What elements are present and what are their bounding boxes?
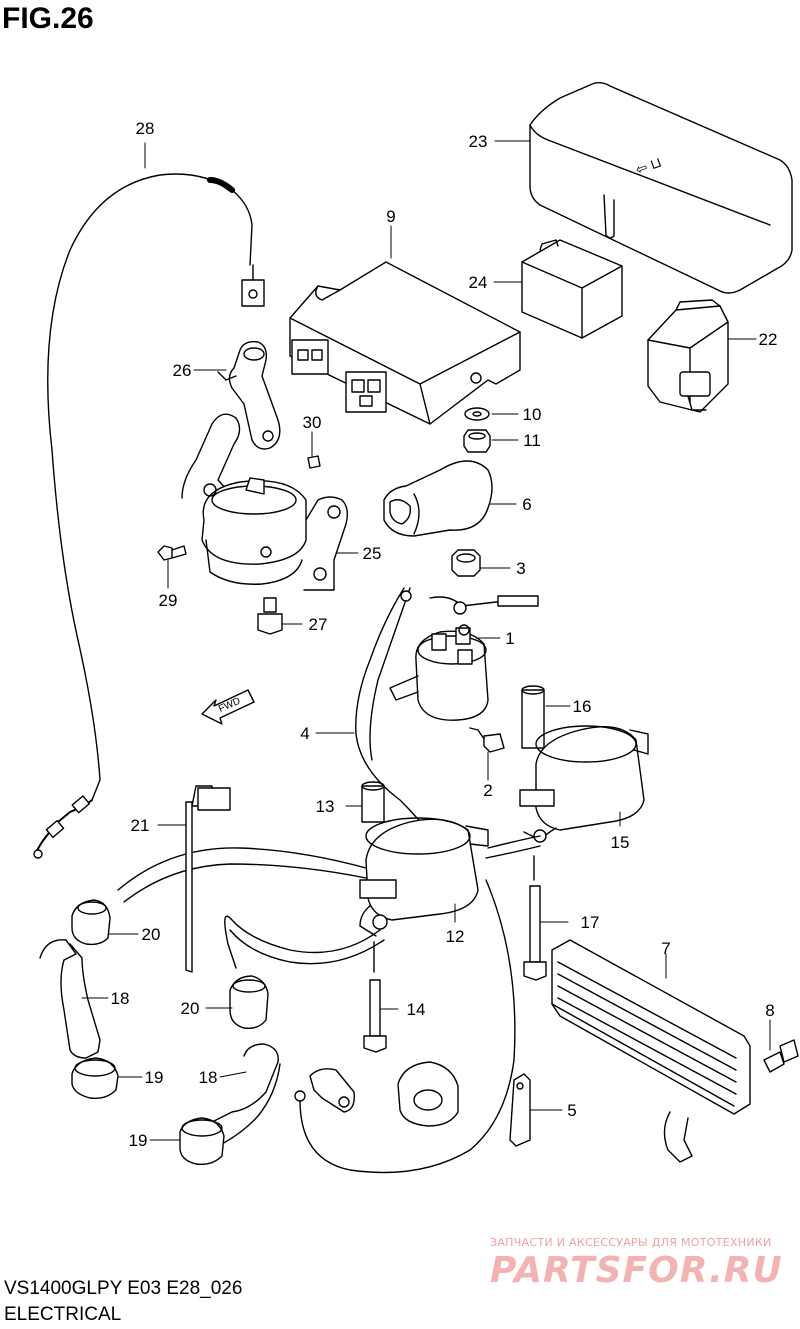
watermark-tagline: ЗАПЧАСТИ И АКСЕССУАРЫ ДЛЯ МОТОТЕХНИКИ [490, 1236, 772, 1249]
horn-assembly-part [181, 413, 349, 591]
callout-labels: 28 23 9 24 22 26 10 30 11 6 25 3 29 27 1… [111, 119, 778, 1150]
callout-10: 10 [523, 405, 542, 424]
figure-title: FIG.26 [2, 2, 94, 35]
callout-27: 27 [309, 615, 328, 634]
callout-14: 14 [407, 1000, 426, 1019]
callout-18a: 18 [111, 989, 130, 1008]
terminal-boot-part [383, 460, 493, 537]
callout-17: 17 [581, 913, 600, 932]
relay-part [521, 239, 623, 339]
callout-18b: 18 [199, 1068, 218, 1087]
bolt-part [257, 597, 283, 635]
callout-22: 22 [759, 330, 778, 349]
plug-cap-part [71, 899, 111, 946]
nut-part [451, 549, 481, 577]
wiring-lead-part [355, 587, 539, 851]
bracket-part [217, 340, 281, 450]
callout-20a: 20 [142, 925, 161, 944]
callout-23: 23 [469, 132, 488, 151]
watermark-logo: PARTSFOR.RU [490, 1250, 783, 1291]
cable-part [33, 173, 265, 859]
grommet-part [397, 1061, 459, 1127]
bolt-part [157, 545, 187, 561]
regulator-rectifier-part [551, 939, 751, 1163]
callout-7: 7 [661, 939, 670, 958]
callout-24: 24 [469, 273, 488, 292]
callout-15: 15 [611, 833, 630, 852]
tie-strap-part [185, 785, 231, 973]
leader-lines [81, 140, 771, 1141]
callout-1: 1 [505, 629, 514, 648]
section-name: ELECTRICAL [4, 1304, 122, 1325]
sleeve-part [521, 685, 545, 749]
callout-12: 12 [446, 927, 465, 946]
cover-box-part: ⇦ ⊔ [529, 82, 793, 294]
callout-11: 11 [523, 431, 541, 450]
bolt-part [763, 1039, 799, 1073]
callout-5: 5 [567, 1101, 576, 1120]
washer-part [464, 407, 490, 421]
callout-8: 8 [765, 1001, 774, 1020]
terminal-part [309, 1068, 355, 1113]
callout-19a: 19 [145, 1068, 164, 1087]
fwd-arrow-icon [201, 689, 255, 725]
callout-28: 28 [136, 119, 155, 138]
callout-20b: 20 [181, 999, 200, 1018]
screw-part [307, 455, 321, 469]
spark-plug-cap-part [39, 939, 101, 1059]
model-code: VS1400GLPY E03 E28_026 [4, 1278, 243, 1299]
callout-25: 25 [363, 544, 382, 563]
ignition-coil-front-part [117, 817, 541, 1174]
starter-relay-part [647, 299, 729, 413]
callout-29: 29 [159, 591, 178, 610]
bolt-part [523, 855, 547, 981]
plug-cap-part [229, 975, 269, 1030]
ignition-coil-rear-part [519, 725, 649, 843]
callout-4: 4 [300, 724, 309, 743]
rubber-cap-part [179, 1117, 225, 1166]
callout-9: 9 [386, 207, 395, 226]
ecu-unit-part [289, 261, 521, 425]
nut-part [463, 429, 491, 453]
callout-26: 26 [173, 361, 192, 380]
callout-16: 16 [573, 697, 592, 716]
callout-13: 13 [316, 797, 335, 816]
callout-19b: 19 [129, 1131, 148, 1150]
rubber-cap-part [71, 1057, 119, 1100]
clamp-part [509, 1073, 531, 1147]
callout-30: 30 [303, 413, 322, 432]
bolt-part [363, 941, 387, 1053]
callout-2: 2 [483, 781, 492, 800]
callout-3: 3 [516, 559, 525, 578]
callout-21: 21 [131, 816, 150, 835]
solenoid-part [389, 624, 489, 721]
sleeve-part [361, 781, 385, 823]
bolt-part [469, 727, 505, 753]
callout-6: 6 [522, 495, 531, 514]
